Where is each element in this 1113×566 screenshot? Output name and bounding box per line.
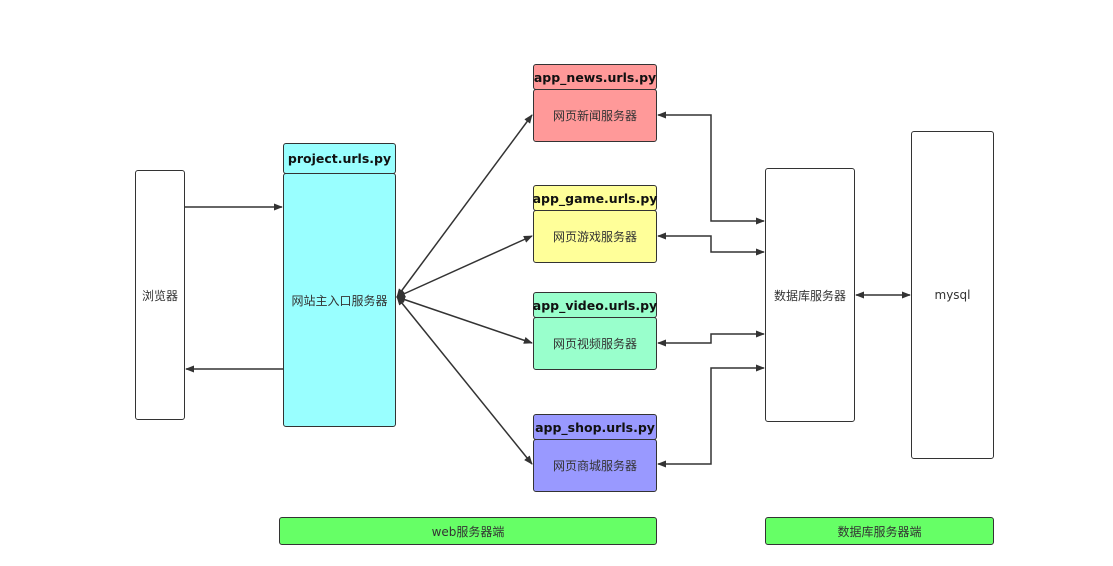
project-urls-label: project.urls.py bbox=[287, 151, 392, 166]
arrow-entry-video bbox=[396, 296, 533, 344]
db-region-text: 数据库服务器端 bbox=[837, 524, 922, 539]
shop-server-label: 网页商城服务器 bbox=[552, 459, 637, 473]
video-urls-header: app_video.urls.py bbox=[533, 292, 657, 318]
arrow-entry-news bbox=[396, 114, 533, 298]
video-server-node: 网页视频服务器 bbox=[533, 317, 657, 370]
video-server-label: 网页视频服务器 bbox=[552, 337, 637, 351]
arrow-game-db bbox=[657, 232, 765, 256]
arrow-video-db bbox=[657, 330, 765, 347]
arrow-entry-game bbox=[396, 235, 533, 298]
entry-server-node: 网站主入口服务器 bbox=[283, 173, 396, 427]
shop-server-node: 网页商城服务器 bbox=[533, 439, 657, 492]
shop-urls-header: app_shop.urls.py bbox=[533, 414, 657, 440]
project-urls-header: project.urls.py bbox=[283, 143, 396, 174]
db-server-label: 数据库服务器 bbox=[773, 288, 846, 303]
browser-label: 浏览器 bbox=[141, 288, 178, 303]
news-urls-header: app_news.urls.py bbox=[533, 64, 657, 90]
db-region-label: 数据库服务器端 bbox=[765, 517, 994, 545]
shop-urls-label: app_shop.urls.py bbox=[535, 419, 655, 435]
arrow-shop-db bbox=[657, 364, 765, 468]
entry-server-label: 网站主入口服务器 bbox=[291, 293, 388, 308]
game-urls-header: app_game.urls.py bbox=[533, 185, 657, 211]
game-server-node: 网页游戏服务器 bbox=[533, 210, 657, 263]
web-region-label: web服务器端 bbox=[279, 517, 657, 545]
news-server-label: 网页新闻服务器 bbox=[552, 109, 637, 123]
video-urls-label: app_video.urls.py bbox=[532, 297, 658, 313]
news-server-node: 网页新闻服务器 bbox=[533, 89, 657, 142]
mysql-node: mysql bbox=[911, 131, 994, 459]
game-server-label: 网页游戏服务器 bbox=[552, 230, 637, 244]
web-region-text: web服务器端 bbox=[431, 524, 505, 539]
db-server-node: 数据库服务器 bbox=[765, 168, 855, 422]
game-urls-label: app_game.urls.py bbox=[532, 190, 658, 206]
mysql-label: mysql bbox=[934, 288, 971, 302]
arrow-entry-shop bbox=[396, 296, 533, 465]
news-urls-label: app_news.urls.py bbox=[533, 69, 657, 85]
arrow-news-db bbox=[657, 111, 765, 225]
browser-node: 浏览器 bbox=[135, 170, 185, 420]
